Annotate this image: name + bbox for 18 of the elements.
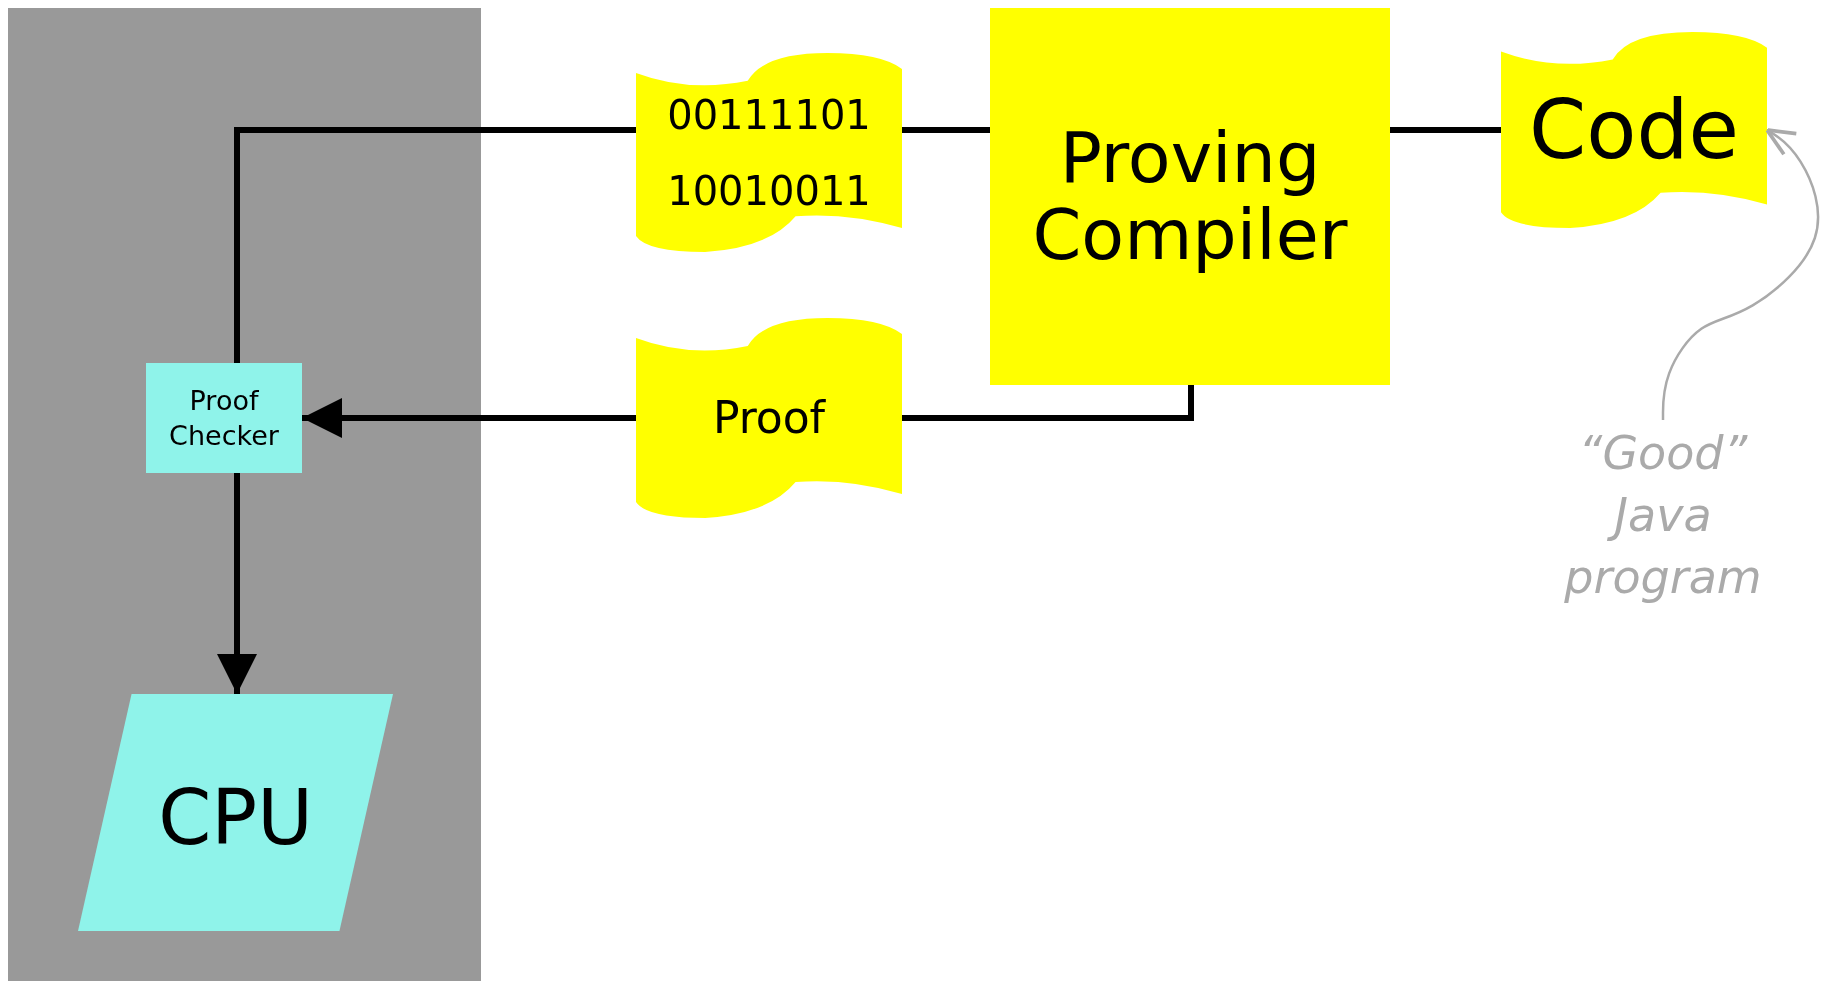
node-label: Proof <box>712 391 826 445</box>
process-box <box>990 8 1390 385</box>
node-label: CPU <box>158 771 313 864</box>
node-label: Proving Compiler <box>1031 119 1349 274</box>
arrow <box>217 473 257 694</box>
node-label: 10010011 <box>667 166 871 215</box>
connector-line <box>902 127 990 133</box>
node-label: Code <box>1529 80 1739 179</box>
arrow <box>302 398 636 438</box>
device-panel <box>8 8 481 981</box>
connector-line <box>1390 127 1501 133</box>
node-label: 00111101 <box>667 90 871 139</box>
process-box <box>146 363 302 473</box>
connector-line <box>902 385 1194 421</box>
node-label: Proof Checker <box>168 383 280 453</box>
connector-line <box>234 127 636 363</box>
arrow <box>1661 128 1820 420</box>
annotation-text: “Good” Java program <box>1563 424 1763 607</box>
